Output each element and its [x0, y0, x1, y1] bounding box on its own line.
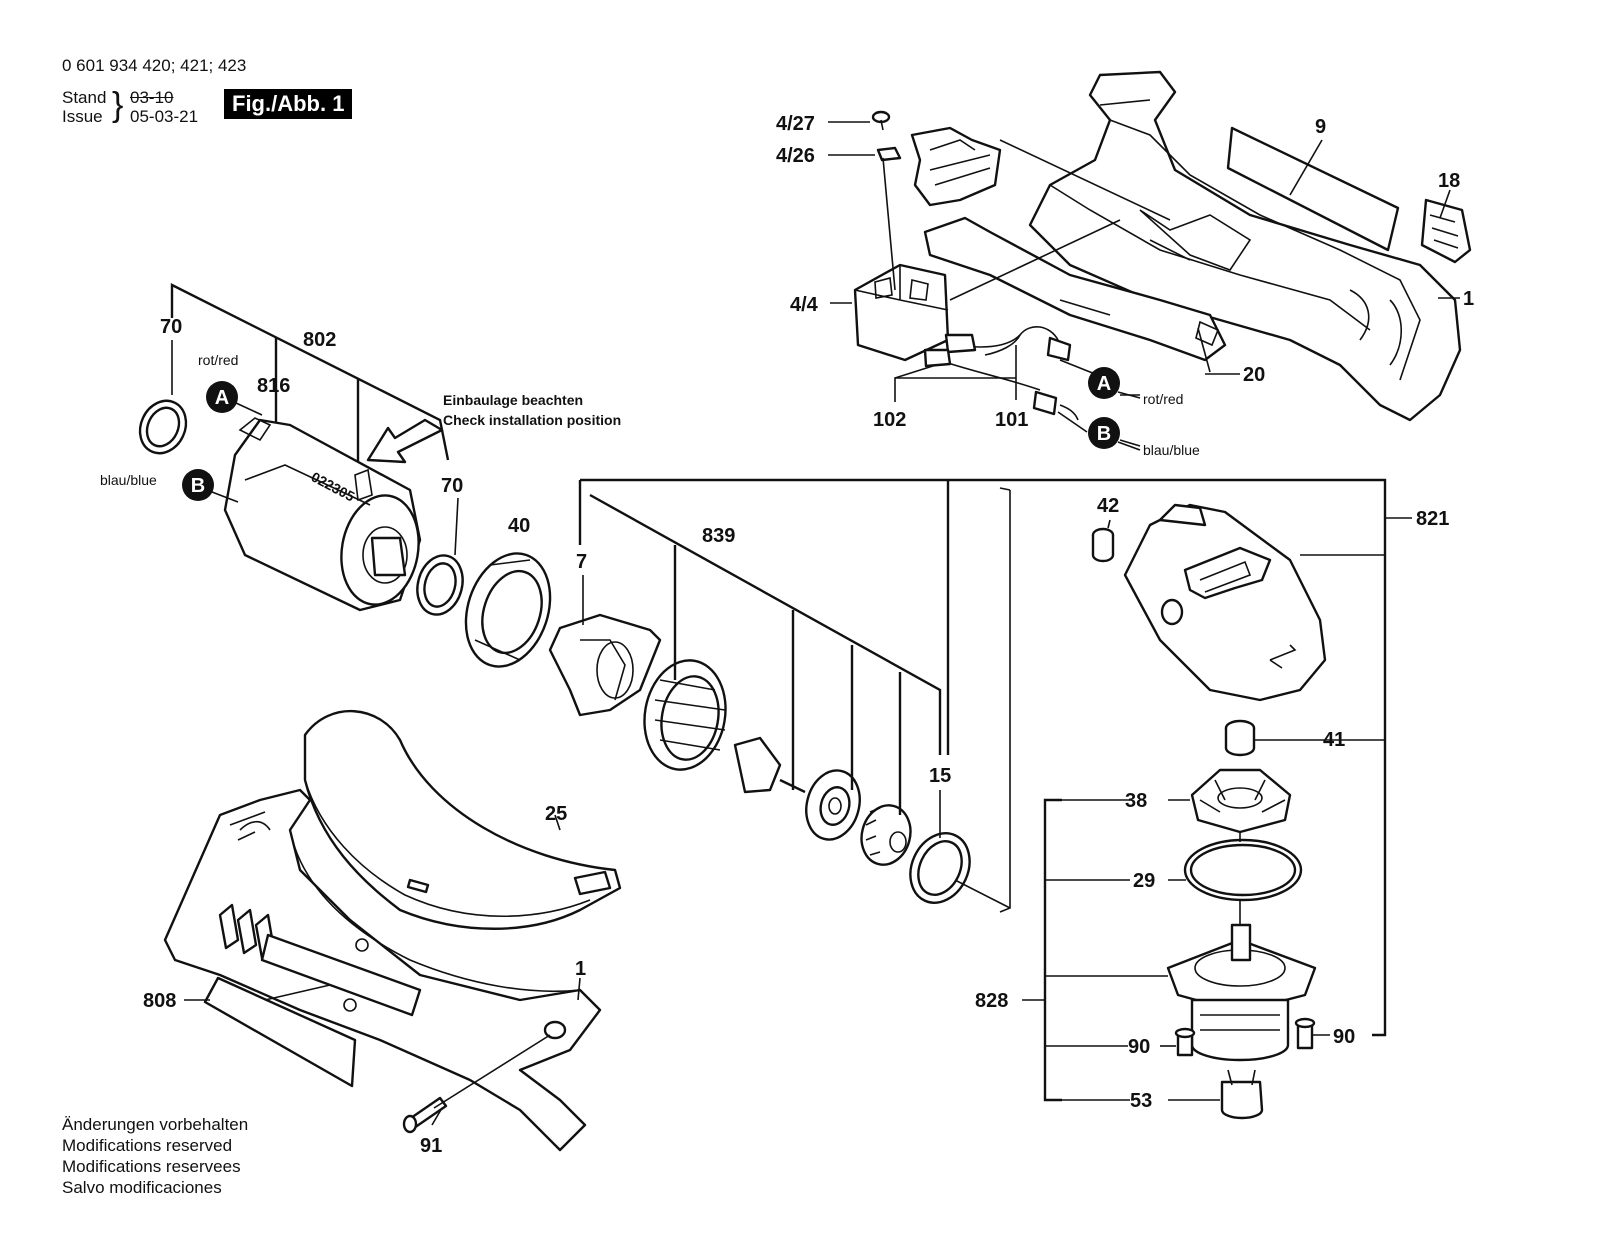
- label-40: 40: [508, 515, 530, 537]
- gear-head: [1123, 503, 1327, 702]
- label-70-left: 70: [160, 316, 182, 338]
- footer-line-es: Salvo modificaciones: [62, 1178, 222, 1197]
- part-numbers: 0 601 934 420; 421; 423: [62, 56, 247, 75]
- note-line-2: Check installation position: [443, 412, 621, 428]
- o-ring-70-mid: [416, 554, 464, 616]
- label-839: 839: [702, 525, 735, 547]
- marker-a-right: [1088, 367, 1120, 399]
- label-15: 15: [929, 765, 951, 787]
- wiring-harness: [923, 326, 1079, 421]
- bearing-flange: [1166, 923, 1317, 1062]
- switch-module: [853, 263, 950, 362]
- label-29: 29: [1133, 870, 1155, 892]
- label-90-left: 90: [1128, 1036, 1150, 1058]
- marker-a-left-letter: A: [215, 387, 229, 409]
- marker-a-left: [206, 381, 238, 413]
- label-70-mid: 70: [441, 475, 463, 497]
- label-102: 102: [873, 409, 906, 431]
- o-ring-15: [909, 832, 971, 904]
- issue-label: Issue: [62, 107, 103, 126]
- cover-25: [303, 710, 622, 930]
- label-42: 42: [1097, 495, 1119, 517]
- brace: }: [112, 86, 124, 124]
- marker-a-left-color: rot/red: [198, 352, 238, 368]
- label-53: 53: [1130, 1090, 1152, 1112]
- label-1-bottom: 1: [575, 958, 586, 980]
- screw-4-27: [871, 110, 891, 131]
- pinion-gear: [860, 804, 912, 866]
- screw-91: [402, 1096, 448, 1134]
- label-808: [203, 976, 357, 1088]
- stand-value: 03-10: [130, 88, 174, 107]
- bushing-41: [1224, 719, 1256, 757]
- label-4-26: 4/26: [776, 145, 815, 167]
- screw-90-left: [1174, 1027, 1196, 1057]
- o-ring-70-left: [138, 399, 188, 455]
- marker-b-left-color: blau/blue: [100, 472, 157, 488]
- housing-bottom-half: [163, 788, 602, 1152]
- footer-line-en: Modifications reserved: [62, 1136, 233, 1155]
- clip-53: [1220, 1069, 1264, 1120]
- label-91: 91: [420, 1135, 442, 1157]
- marker-a-right-letter: A: [1097, 373, 1111, 395]
- plate-4-26: [876, 146, 902, 162]
- label-4-4: 4/4: [790, 294, 819, 316]
- label-20: 20: [1243, 364, 1265, 386]
- label-25: 25: [545, 803, 567, 825]
- label-18: 18: [1438, 170, 1460, 192]
- sleeve-42: [1091, 527, 1115, 563]
- part-18-clip: [1420, 198, 1472, 264]
- figure-badge: Fig./Abb. 1: [224, 89, 353, 119]
- air-baffle-7: [548, 613, 662, 717]
- label-821: 821: [1416, 508, 1449, 530]
- label-9: 9: [1315, 116, 1326, 138]
- label-41: 41: [1323, 729, 1345, 751]
- housing-top-half: [1028, 70, 1462, 422]
- label-101: 101: [995, 409, 1028, 431]
- rating-plate: [1226, 126, 1400, 252]
- motor: [223, 417, 422, 612]
- label-802: 802: [303, 329, 336, 351]
- footer-line-de: Änderungen vorbehalten: [62, 1115, 249, 1134]
- bearing: [805, 769, 861, 841]
- label-38: 38: [1125, 790, 1147, 812]
- switch-head: [910, 126, 1002, 207]
- marker-b-right-color: blau/blue: [1143, 442, 1200, 458]
- label-7: 7: [576, 551, 587, 573]
- armature: [643, 659, 806, 794]
- note-line-1: Einbaulage beachten: [443, 392, 583, 408]
- stand-label: Stand: [62, 88, 107, 107]
- screw-90-right: [1294, 1017, 1316, 1050]
- marker-a-right-color: rot/red: [1143, 391, 1183, 407]
- fan-ring-40: [464, 552, 552, 668]
- marker-b-right: [1088, 417, 1120, 449]
- footer-disclaimer: Änderungen vorbehalten Modifications res…: [62, 1114, 248, 1198]
- label-1-top: 1: [1463, 288, 1474, 310]
- marker-b-right-letter: B: [1097, 423, 1111, 445]
- label-4-27: 4/27: [776, 113, 815, 135]
- marker-b-left-letter: B: [191, 475, 205, 497]
- label-828: 828: [975, 990, 1008, 1012]
- label-816: 816: [257, 375, 290, 397]
- installation-arrow: [366, 418, 444, 464]
- bevel-gear-38: [1190, 768, 1292, 834]
- label-808: 808: [143, 990, 176, 1012]
- marker-b-left: [182, 469, 214, 501]
- switch-bar: [923, 216, 1227, 362]
- o-ring-29: [1183, 838, 1303, 902]
- issue-value: 05-03-21: [130, 107, 199, 126]
- footer-line-fr: Modifications reservees: [62, 1157, 241, 1176]
- label-90-right: 90: [1333, 1026, 1355, 1048]
